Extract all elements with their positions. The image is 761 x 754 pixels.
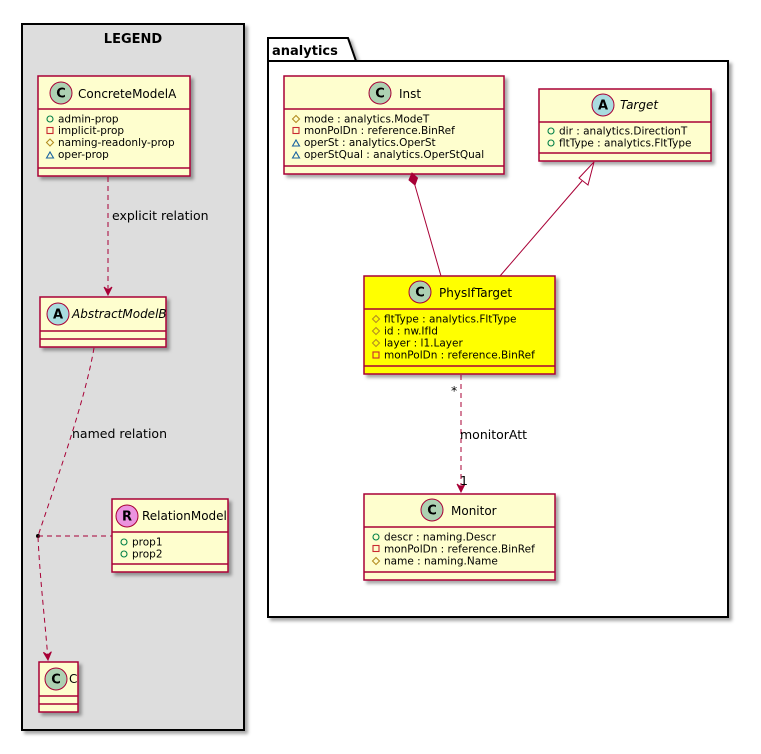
vis-protected-icon xyxy=(45,138,55,147)
vis-private-icon xyxy=(46,126,54,135)
physiftarget-class: C PhysIfTarget fltType : analytics.FltTy… xyxy=(363,275,556,375)
class-name: AbstractModelB xyxy=(71,307,167,321)
legend-relation-model-class: R RelationModel prop1 prop2 xyxy=(111,498,229,573)
vis-package-icon xyxy=(45,150,55,159)
vis-private-icon xyxy=(372,351,380,359)
class-stereotype-icon: C xyxy=(420,498,444,522)
vis-public-icon xyxy=(120,538,128,546)
vis-private-icon xyxy=(292,126,300,135)
vis-protected-icon xyxy=(291,114,301,124)
class-stereotype-icon: C xyxy=(408,280,432,304)
class-name: ConcreteModelA xyxy=(78,87,177,101)
attr-text: fltType : analytics.FltType xyxy=(559,138,692,150)
explicit-relation-label: explicit relation xyxy=(112,208,209,223)
class-name: Inst xyxy=(399,87,421,101)
target-multiplicity: 1 xyxy=(460,473,468,488)
svg-text:C: C xyxy=(51,673,61,688)
attr-text: dir : analytics.DirectionT xyxy=(559,126,688,138)
legend-abstract-model-class: A AbstractModelB xyxy=(39,296,167,348)
vis-protected-icon xyxy=(371,338,381,348)
vis-private-icon xyxy=(372,544,380,553)
vis-public-icon xyxy=(120,550,128,558)
monitor-relation-label: monitorAtt xyxy=(460,427,527,442)
svg-text:R: R xyxy=(122,510,132,525)
svg-text:C: C xyxy=(427,504,437,519)
abstract-stereotype-icon: A xyxy=(591,93,615,117)
attr-text: operSt : analytics.OperSt xyxy=(304,137,436,149)
legend-title: LEGEND xyxy=(104,32,163,47)
attr-text: admin-prop xyxy=(58,114,119,126)
generalization-link xyxy=(499,161,595,277)
vis-protected-icon xyxy=(371,556,381,566)
vis-public-icon xyxy=(547,139,555,147)
target-class: A Target dir : analytics.DirectionT fltT… xyxy=(538,88,712,162)
svg-text:C: C xyxy=(56,87,66,102)
vis-protected-icon xyxy=(371,314,381,324)
vis-package-icon xyxy=(291,150,301,159)
class-name: Monitor xyxy=(451,504,497,518)
attr-text: name : naming.Name xyxy=(384,556,498,568)
class-name: RelationModel xyxy=(142,509,227,523)
named-relation-line xyxy=(36,347,112,660)
package-name: analytics xyxy=(272,44,338,59)
inheritance-triangle xyxy=(578,161,595,186)
vis-public-icon xyxy=(46,115,54,123)
attr-text: mode : analytics.ModeT xyxy=(304,114,430,126)
named-relation-label: named relation xyxy=(72,426,167,441)
legend-panel: LEGEND C ConcreteModelA admin-prop impli… xyxy=(21,23,245,731)
attr-text: monPolDn : reference.BinRef xyxy=(304,125,455,137)
attr-text: naming-readonly-prop xyxy=(58,137,175,149)
analytics-package: analytics C Inst mode : analytics.ModeT … xyxy=(267,37,729,618)
legend-c-class: C C xyxy=(38,661,79,713)
class-name: PhysIfTarget xyxy=(439,286,512,300)
vis-package-icon xyxy=(291,138,301,147)
attr-text: operStQual : analytics.OperStQual xyxy=(304,149,484,161)
svg-text:C: C xyxy=(375,87,385,102)
attr-text: implicit-prop xyxy=(58,125,124,137)
attr-text: prop1 xyxy=(132,537,163,549)
svg-text:C: C xyxy=(415,286,425,301)
vis-public-icon xyxy=(547,127,555,135)
attr-text: descr : naming.Descr xyxy=(384,532,497,544)
source-multiplicity: * xyxy=(451,383,457,398)
monitor-class: C Monitor descr : naming.Descr monPolDn … xyxy=(363,493,556,581)
vis-protected-icon xyxy=(371,326,381,336)
attr-text: fltType : analytics.FltType xyxy=(384,314,517,326)
attr-text: layer : l1.Layer xyxy=(384,338,463,350)
composition-diamond xyxy=(408,172,419,186)
attr-text: oper-prop xyxy=(58,149,109,161)
legend-concrete-model-class: C ConcreteModelA admin-prop implicit-pro… xyxy=(37,75,191,177)
attr-text: monPolDn : reference.BinRef xyxy=(384,350,535,362)
class-stereotype-icon: C xyxy=(49,81,73,105)
vis-public-icon xyxy=(372,533,380,541)
svg-text:A: A xyxy=(598,99,608,114)
attr-text: prop2 xyxy=(132,549,163,561)
class-stereotype-icon: C xyxy=(368,81,392,105)
class-name: Target xyxy=(620,98,659,112)
svg-text:A: A xyxy=(53,308,63,323)
class-stereotype-icon: C xyxy=(44,667,68,691)
class-name: C xyxy=(69,672,77,686)
abstract-stereotype-icon: A xyxy=(46,302,70,326)
composition-link xyxy=(408,172,442,277)
attr-text: monPolDn : reference.BinRef xyxy=(384,544,535,556)
inst-class: C Inst mode : analytics.ModeT monPolDn :… xyxy=(283,75,505,175)
attr-text: id : nw.IfId xyxy=(384,326,438,338)
relation-stereotype-icon: R xyxy=(115,504,139,528)
